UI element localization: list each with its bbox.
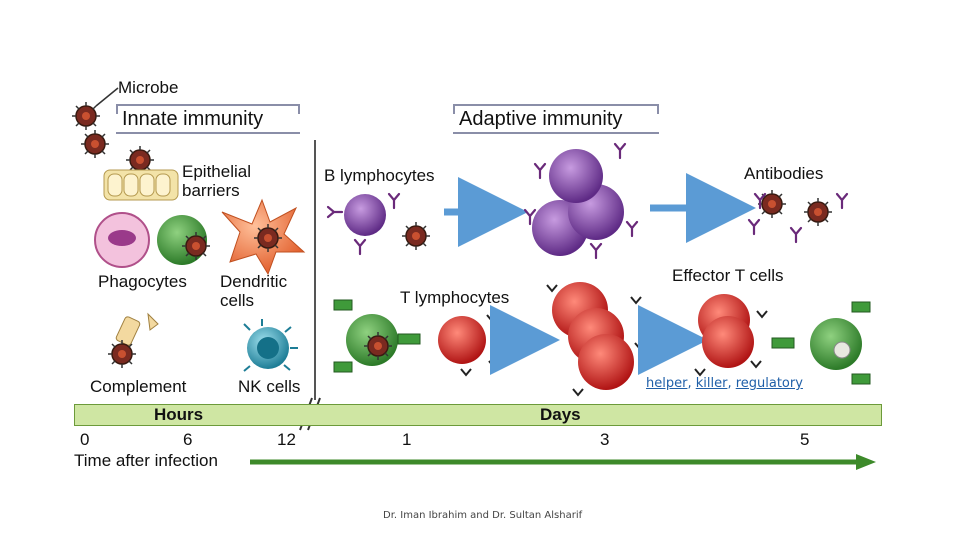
timeline-arrow <box>250 454 876 470</box>
tick-label: 6 <box>183 430 193 449</box>
microbe-icon <box>71 101 155 175</box>
innate-immunity-header: Innate immunity <box>116 104 300 134</box>
tick-label: 5 <box>800 430 810 449</box>
adaptive-immunity-header: Adaptive immunity <box>453 104 659 134</box>
b-lymphocyte-icon <box>326 192 431 256</box>
microbe-label: Microbe <box>118 78 179 97</box>
antibody-microbe-icon <box>747 189 849 244</box>
infected-target-cell-icon <box>771 301 871 385</box>
regulatory-link[interactable]: regulatory <box>735 376 803 391</box>
complement-icon <box>107 312 159 369</box>
time-axis-label: Time after infection <box>74 451 218 470</box>
dendritic-cells-label: Dendritic cells <box>220 272 288 310</box>
effector-t-cell-icon <box>694 294 768 376</box>
epithelial-barrier-icon <box>103 169 179 201</box>
effector-t-cells-label: Effector T cells <box>672 266 784 285</box>
footer-credit: Dr. Iman Ibrahim and Dr. Sultan Alsharif <box>383 510 583 521</box>
plasma-cell-cluster-icon <box>523 142 639 260</box>
nk-cells-label: NK cells <box>238 377 301 396</box>
epithelial-barriers-label: Epithelial barriers <box>182 162 251 200</box>
days-label: Days <box>540 405 581 424</box>
tick-label: 1 <box>402 430 412 449</box>
killer-link[interactable]: killer <box>695 376 728 391</box>
phagocyte-icon <box>94 212 211 268</box>
antigen-presenting-cell-icon <box>333 299 421 373</box>
innate-adaptive-divider <box>314 140 316 400</box>
tick-label: 3 <box>600 430 610 449</box>
dendritic-cell-icon <box>221 198 306 276</box>
t-lymphocyte-icon <box>438 314 500 376</box>
b-lymphocytes-label: B lymphocytes <box>324 166 435 185</box>
t-lymphocytes-label: T lymphocytes <box>400 288 510 307</box>
complement-label: Complement <box>90 377 187 396</box>
t-cell-cluster-icon <box>546 282 646 396</box>
tick-label: 12 <box>277 430 296 449</box>
time-bar <box>74 404 882 426</box>
phagocytes-label: Phagocytes <box>98 272 187 291</box>
antibodies-label: Antibodies <box>744 164 824 183</box>
helper-link[interactable]: helper <box>646 376 688 391</box>
hours-label: Hours <box>154 405 204 424</box>
t-cell-roles: helper, killer, regulatory <box>646 376 803 391</box>
nk-cell-icon <box>243 319 298 372</box>
tick-label: 0 <box>80 430 90 449</box>
